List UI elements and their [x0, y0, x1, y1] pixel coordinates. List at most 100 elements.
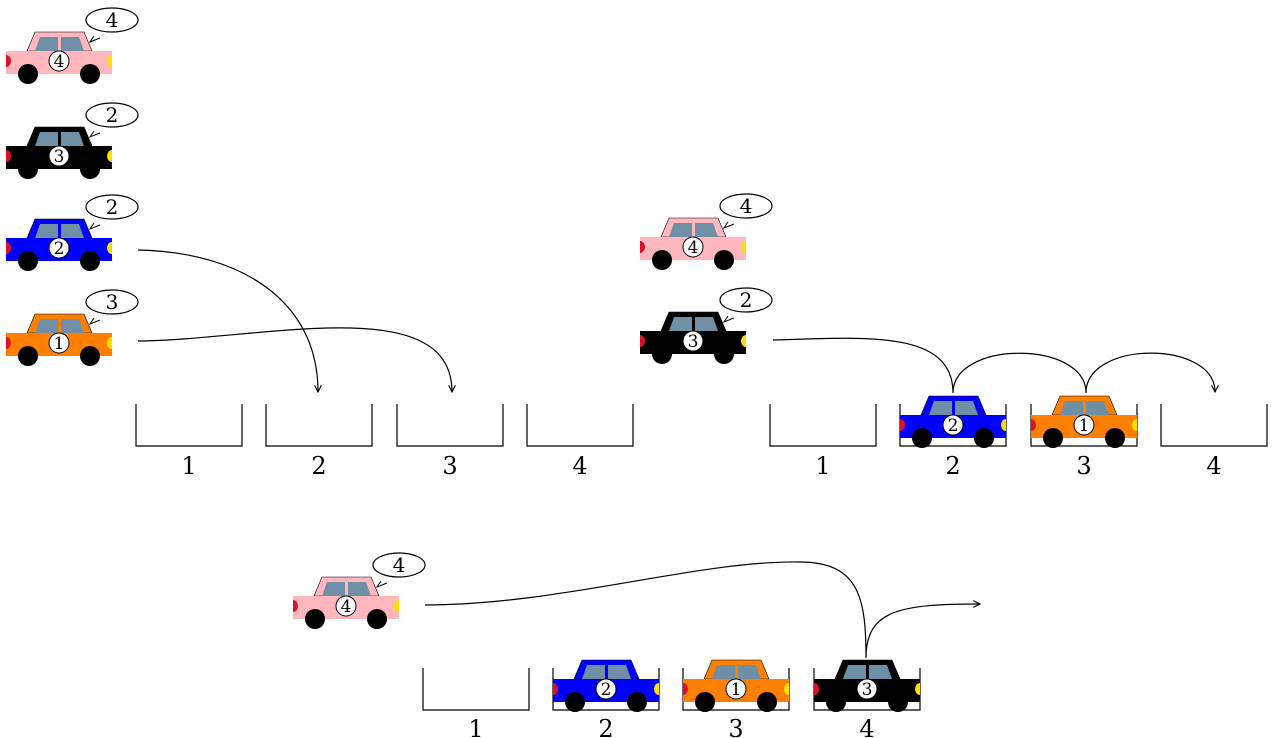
car-wheel-front — [627, 692, 647, 712]
speech-bubble: 2 — [719, 287, 773, 324]
car-number-badge — [856, 678, 878, 700]
car-pink: 4 4 — [293, 552, 426, 629]
car-window-rear — [35, 37, 58, 51]
spot-label: 3 — [442, 452, 457, 480]
car-window-front — [608, 665, 631, 679]
car-window-rear — [669, 223, 692, 237]
tail-light-icon — [6, 55, 11, 67]
car-wheel-rear — [18, 251, 38, 271]
tail-light-icon — [6, 242, 11, 254]
car-window-rear — [35, 224, 58, 238]
car-label: 1 — [1079, 416, 1090, 436]
car-window-front — [695, 223, 718, 237]
head-light-icon — [741, 335, 746, 347]
panel-2: 4 4 3 2 1 2 — [640, 193, 1268, 480]
car-wheel-front — [757, 692, 777, 712]
head-light-icon — [915, 683, 920, 695]
car-wheel-rear — [695, 692, 715, 712]
car-pink: 4 4 — [640, 193, 773, 270]
car-wheel-rear — [18, 64, 38, 84]
car-window-rear — [322, 582, 345, 596]
head-light-icon — [741, 241, 746, 253]
head-light-icon — [107, 55, 112, 67]
car-number-badge — [595, 678, 617, 700]
head-light-icon — [107, 150, 112, 162]
car-window-front — [869, 665, 892, 679]
tail-light-icon — [640, 335, 645, 347]
parking-spot-1: 1 — [135, 404, 243, 480]
car-wheel-rear — [305, 609, 325, 629]
car-label: 3 — [862, 680, 873, 700]
spot-label: 2 — [311, 452, 326, 480]
car-wheel-front — [888, 692, 908, 712]
car-window-front — [61, 224, 84, 238]
parking-spot-2: 2 — [265, 404, 373, 480]
car-orange: 1 3 — [6, 289, 139, 366]
car-number-badge — [1073, 414, 1095, 436]
car-wheel-rear — [652, 344, 672, 364]
speech-bubble: 2 — [85, 194, 139, 231]
car-wheel-front — [714, 344, 734, 364]
parking-spot-3: 3 — [396, 404, 504, 480]
car-orange-parked: 1 — [1031, 395, 1137, 448]
arrow-pink-exit — [424, 561, 980, 659]
spot-label: 2 — [945, 452, 960, 480]
car-wheel-front — [714, 250, 734, 270]
car-window-front — [61, 319, 84, 333]
speech-bubble: 4 — [719, 193, 773, 230]
car-window-rear — [582, 665, 605, 679]
head-light-icon — [107, 337, 112, 349]
car-window-front — [738, 665, 761, 679]
car-label: 4 — [341, 597, 352, 617]
car-wheel-front — [80, 346, 100, 366]
spot-label: 1 — [815, 452, 830, 480]
tail-light-icon — [900, 419, 905, 431]
speech-bubble: 4 — [85, 7, 139, 44]
car-wheel-front — [974, 428, 994, 448]
car-wheel-rear — [18, 346, 38, 366]
car-number-badge — [725, 678, 747, 700]
bubble-label: 4 — [740, 194, 753, 218]
spot-label: 3 — [1076, 452, 1091, 480]
spot-label: 1 — [468, 715, 483, 738]
car-window-rear — [669, 317, 692, 331]
arrow-orange-to-spot-3 — [137, 327, 452, 392]
tail-light-icon — [640, 241, 645, 253]
car-blue-parked: 2 — [553, 659, 659, 712]
tail-light-icon — [683, 683, 688, 695]
car-label: 2 — [601, 680, 612, 700]
bubble-label: 2 — [106, 103, 119, 127]
car-window-rear — [712, 665, 735, 679]
panel-3: 4 4 1 2 3 4 2 — [293, 552, 980, 738]
car-label: 3 — [54, 147, 65, 167]
car-label: 3 — [688, 332, 699, 352]
car-wheel-rear — [565, 692, 585, 712]
parking-spot-4: 4 — [1160, 404, 1268, 480]
head-light-icon — [1132, 419, 1137, 431]
car-window-front — [1086, 401, 1109, 415]
car-black: 3 2 — [640, 287, 773, 364]
tail-light-icon — [1031, 419, 1036, 431]
car-window-front — [61, 132, 84, 146]
car-window-rear — [1060, 401, 1083, 415]
car-window-front — [695, 317, 718, 331]
car-label: 2 — [54, 239, 65, 259]
car-wheel-front — [80, 251, 100, 271]
car-window-front — [348, 582, 371, 596]
head-light-icon — [107, 242, 112, 254]
tail-light-icon — [814, 683, 819, 695]
car-wheel-front — [80, 159, 100, 179]
bubble-label: 2 — [740, 288, 753, 312]
parking-spot-1: 1 — [422, 668, 530, 738]
car-window-rear — [35, 132, 58, 146]
car-label: 4 — [54, 52, 65, 72]
car-wheel-rear — [1043, 428, 1063, 448]
car-window-front — [61, 37, 84, 51]
car-window-rear — [35, 319, 58, 333]
spot-label: 4 — [572, 452, 587, 480]
speech-bubble: 2 — [85, 102, 139, 139]
car-label: 1 — [54, 334, 65, 354]
car-wheel-rear — [912, 428, 932, 448]
car-window-rear — [843, 665, 866, 679]
